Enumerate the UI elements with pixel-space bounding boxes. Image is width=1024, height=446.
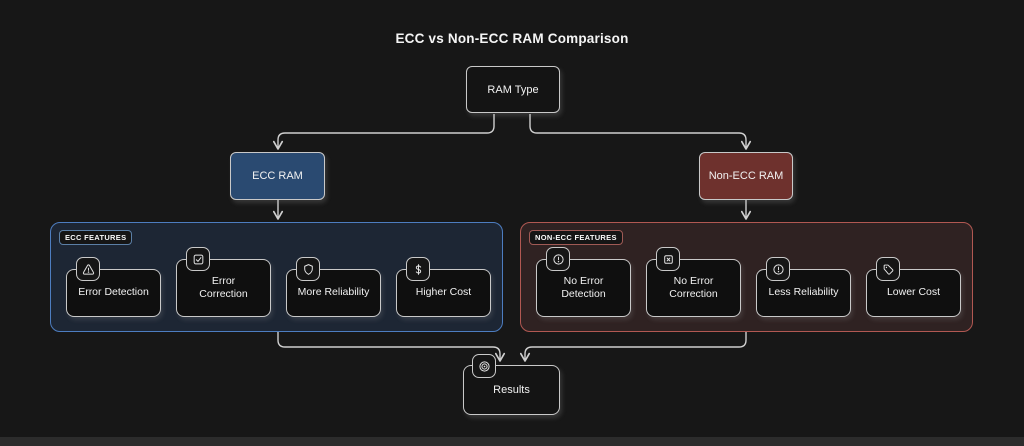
card-label: Less Reliability — [768, 286, 839, 299]
group-ecc-features: ECC FEATURES Error Detection Error Corre… — [50, 222, 503, 332]
card-label: Error Detection — [78, 286, 149, 299]
card-label: No Error Correction — [669, 274, 718, 300]
node-results: Results — [463, 354, 560, 415]
edge-eccgroup-to-results — [277, 332, 506, 362]
tag-icon — [876, 257, 900, 281]
node-ecc-ram: ECC RAM — [230, 152, 325, 200]
node-ram-type: RAM Type — [466, 66, 560, 113]
card-error-detection: Error Detection — [66, 257, 161, 317]
node-ecc-ram-label: ECC RAM — [252, 170, 303, 182]
dollar-icon — [406, 257, 430, 281]
card-label: Lower Cost — [886, 286, 941, 299]
card-no-error-detection: No Error Detection — [536, 247, 631, 317]
group-non-ecc-features: NON-ECC FEATURES No Error Detection No E… — [520, 222, 973, 332]
card-more-reliability: More Reliability — [286, 257, 381, 317]
node-ram-type-label: RAM Type — [487, 83, 539, 96]
alert-circle-icon — [766, 257, 790, 281]
checkbox-check-icon — [186, 247, 210, 271]
card-label: More Reliability — [297, 286, 370, 299]
node-results-label: Results — [493, 384, 530, 396]
x-square-icon — [656, 247, 680, 271]
card-lower-cost: Lower Cost — [866, 257, 961, 317]
alert-circle-icon — [546, 247, 570, 271]
card-higher-cost: Higher Cost — [396, 257, 491, 317]
node-non-ecc-ram-label: Non-ECC RAM — [708, 170, 784, 182]
warning-triangle-icon — [76, 257, 100, 281]
edge-ramtype-to-nonecc — [529, 114, 752, 150]
card-no-error-correction: No Error Correction — [646, 247, 741, 317]
edge-noneccgroup-to-results — [519, 332, 747, 362]
target-icon — [472, 354, 496, 378]
shield-icon — [296, 257, 320, 281]
edge-ramtype-to-ecc — [272, 114, 495, 150]
group-ecc-features-label: ECC FEATURES — [59, 230, 133, 245]
group-non-ecc-features-label: NON-ECC FEATURES — [529, 230, 623, 245]
bottom-edge-strip — [0, 437, 1024, 446]
node-non-ecc-ram: Non-ECC RAM — [699, 152, 793, 200]
diagram-title: ECC vs Non-ECC RAM Comparison — [395, 31, 629, 46]
card-label: Higher Cost — [415, 286, 472, 299]
card-less-reliability: Less Reliability — [756, 257, 851, 317]
card-label: Error Correction — [199, 274, 248, 300]
card-label: No Error Detection — [561, 274, 606, 300]
card-error-correction: Error Correction — [176, 247, 271, 317]
